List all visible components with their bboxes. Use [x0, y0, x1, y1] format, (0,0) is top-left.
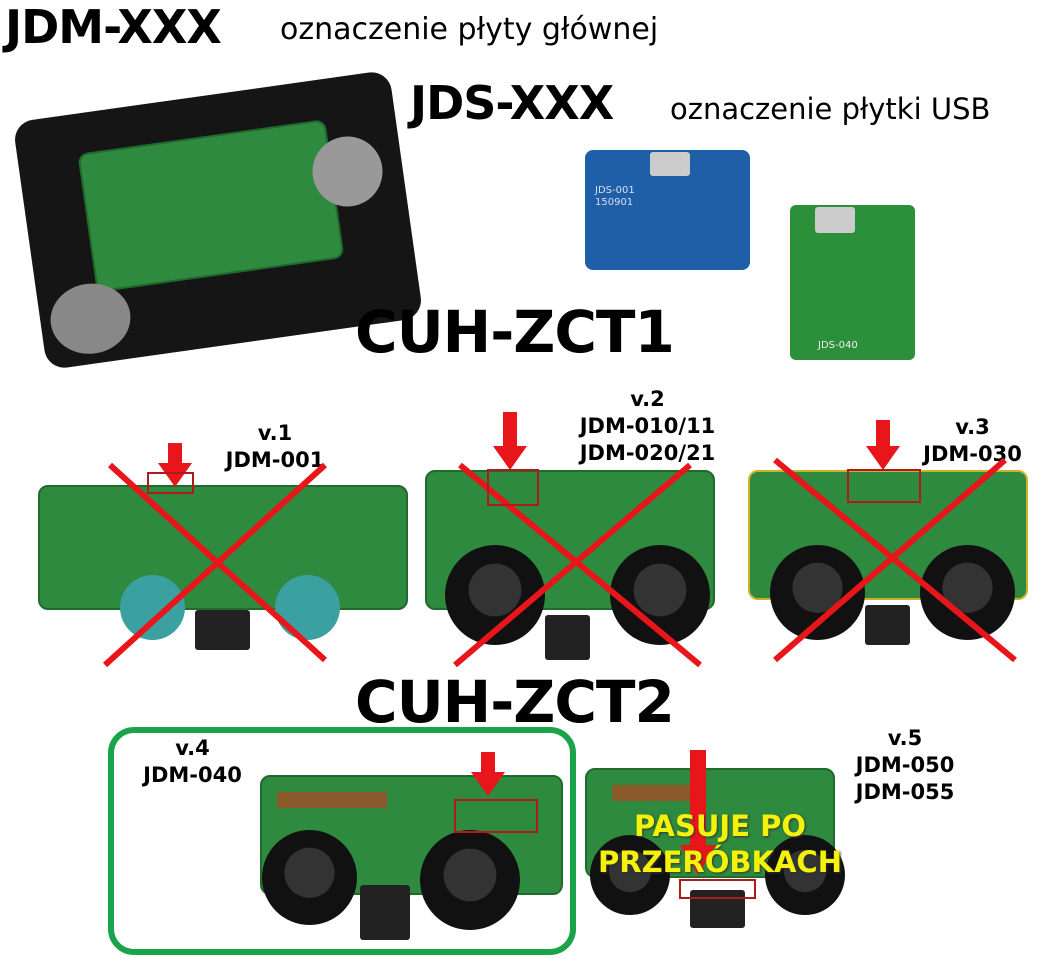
section-zct2: CUH-ZCT2: [355, 668, 675, 736]
board-v1-port: [195, 610, 250, 650]
board-v4-stick-right: [420, 830, 520, 930]
board-v3-stick-right: [920, 545, 1015, 640]
usb-board-desc: oznaczenie płytki USB: [670, 92, 991, 126]
board-v3-port: [865, 605, 910, 645]
main-board-desc: oznaczenie płyty głównej: [280, 12, 659, 47]
compatible-frame: [108, 727, 576, 955]
board-v4-port: [360, 885, 410, 940]
usb-blue-num: 150901: [595, 197, 634, 208]
board-v2-stick-right: [610, 545, 710, 645]
section-zct1: CUH-ZCT1: [355, 298, 675, 366]
board-v5-port: [690, 890, 745, 928]
board-v5-stick-right: [765, 835, 845, 915]
board-v3-stick-left: [770, 545, 865, 640]
board-v1-stick-right: [275, 575, 340, 640]
main-board-code: JDM-XXX: [5, 0, 222, 54]
board-v2-stick-left: [445, 545, 545, 645]
usb-board-green: JDS-040: [790, 205, 915, 360]
usb-board-code: JDS-XXX: [410, 76, 614, 130]
board-v1-stick-left: [120, 575, 185, 640]
usb-green-label: JDS-040: [818, 340, 858, 351]
board-v5-stick-left: [590, 835, 670, 915]
board-v4-stick-left: [262, 830, 357, 925]
board-v2-port: [545, 615, 590, 660]
board-v1: [38, 485, 408, 610]
usb-blue-label: JDS-001: [595, 185, 635, 196]
